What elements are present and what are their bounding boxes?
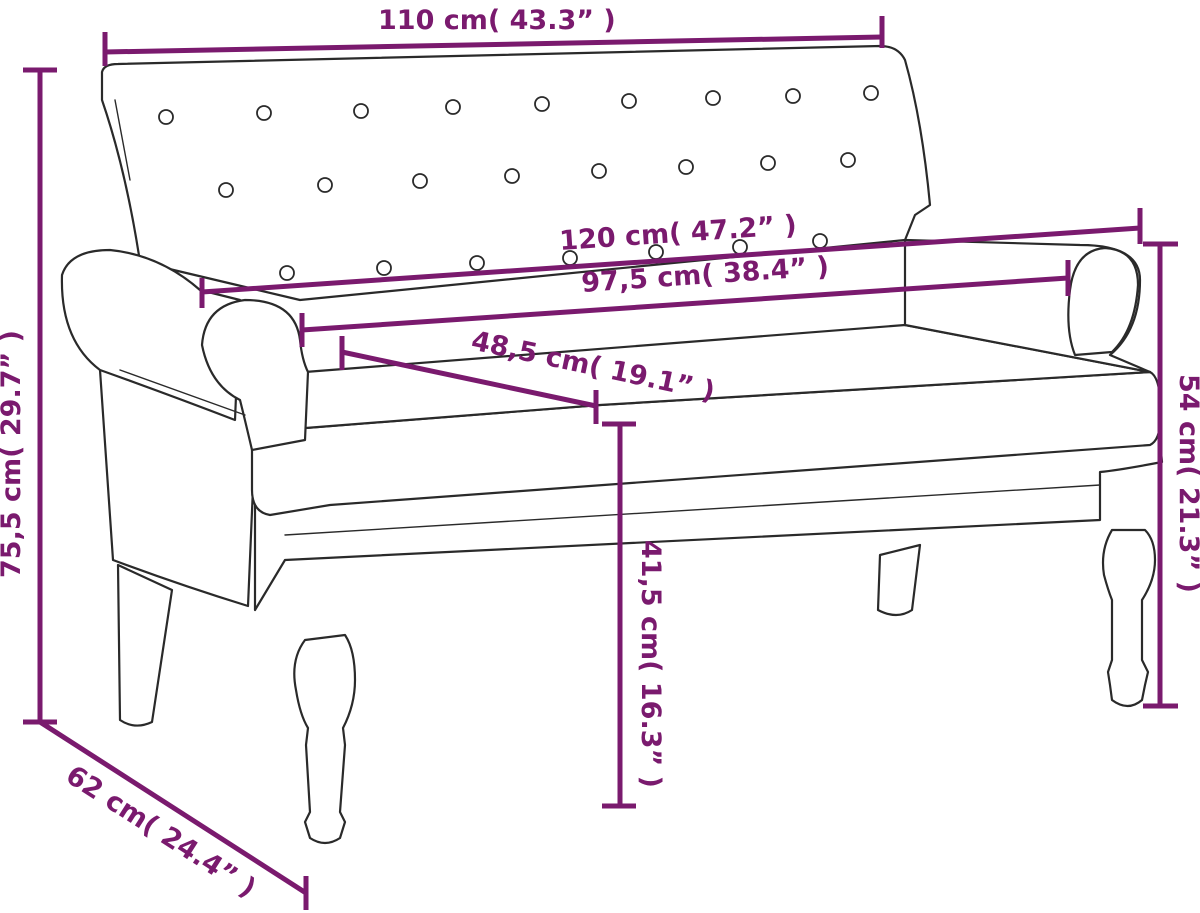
tufting-button xyxy=(317,177,333,193)
front-right-leg xyxy=(1101,528,1157,708)
right-arm-roll xyxy=(1067,246,1140,357)
dimension-lines xyxy=(23,16,1178,910)
tufting-button xyxy=(863,85,879,101)
tufting-button xyxy=(469,255,485,271)
top-width-label: 110 cm( 43.3” ) xyxy=(378,5,616,36)
tufted-buttons xyxy=(158,85,879,281)
total-depth-label: 62 cm( 24.4” ) xyxy=(60,760,261,904)
tufting-button xyxy=(534,96,550,112)
total-depth-line xyxy=(38,719,308,896)
tufting-button xyxy=(812,233,828,249)
tufting-button xyxy=(256,105,272,121)
left-arm-front-panel xyxy=(98,368,257,608)
tufting-button xyxy=(621,93,637,109)
seat-height-label: 41,5 cm( 16.3” ) xyxy=(635,540,666,788)
tufting-button xyxy=(353,103,369,119)
sofa-drawing xyxy=(60,44,1164,845)
tufting-button xyxy=(279,265,295,281)
armrest-height-label: 54 cm( 21.3” ) xyxy=(1173,374,1200,593)
tufting-button xyxy=(840,152,856,168)
total-width-line xyxy=(201,225,1141,295)
left-arm-roll xyxy=(60,248,242,422)
seat-width-line xyxy=(301,275,1069,333)
tufting-button xyxy=(760,155,776,171)
back-left-leg xyxy=(116,563,174,727)
tufting-button xyxy=(785,88,801,104)
tufting-button xyxy=(445,99,461,115)
top-width-line xyxy=(104,34,883,55)
back-right-leg xyxy=(876,543,922,617)
left-arm-seam xyxy=(119,369,246,416)
skirt-seam xyxy=(284,484,1101,536)
left-arm-inner-roll xyxy=(200,298,310,452)
seat-depth-line xyxy=(341,349,597,409)
tufting-button xyxy=(591,163,607,179)
tufting-button xyxy=(412,173,428,189)
tufting-button xyxy=(504,168,520,184)
tufting-button xyxy=(218,182,234,198)
tufting-button xyxy=(705,90,721,106)
tufting-button xyxy=(678,159,694,175)
tufting-button xyxy=(376,260,392,276)
backrest-seam xyxy=(114,99,131,181)
total-height-label: 75,5 cm( 29.7” ) xyxy=(0,330,27,578)
front-left-leg xyxy=(293,633,357,845)
tufting-button xyxy=(158,109,174,125)
